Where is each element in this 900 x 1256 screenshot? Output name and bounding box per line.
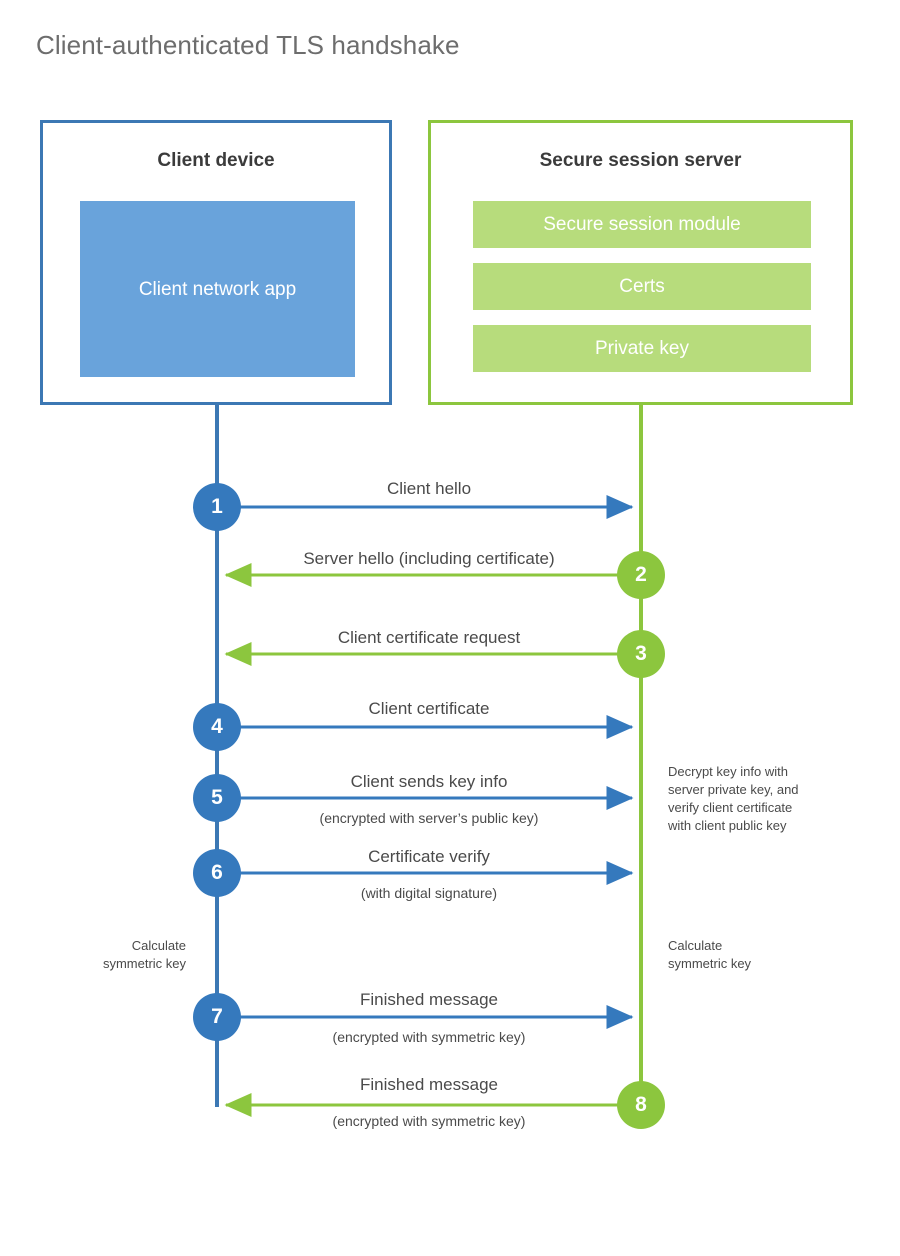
step-circle-5[interactable]: 5 [193, 774, 241, 822]
message-label-5: Client sends key info [350, 772, 508, 791]
server-calculate-symmetric-key-note: Calculate symmetric key [668, 938, 752, 971]
message-label-7: Finished message [360, 990, 498, 1009]
message-label-1: Client hello [386, 479, 472, 498]
step-circle-7[interactable]: 7 [193, 993, 241, 1041]
message-sublabel-7: (encrypted with symmetric key) [332, 1029, 526, 1045]
message-label-3: Client certificate request [337, 628, 521, 647]
server-component-secure-session-module: Secure session module [473, 201, 811, 248]
page-title: Client-authenticated TLS handshake [36, 30, 460, 60]
step-circle-1[interactable]: 1 [193, 483, 241, 531]
client-lifeline [215, 405, 219, 1107]
message-label-2: Server hello (including certificate) [303, 549, 555, 568]
secure-session-server-box: Secure session server Secure session mod… [428, 120, 853, 405]
message-label-8: Finished message [360, 1075, 498, 1094]
message-label-6: Certificate verify [368, 847, 490, 866]
step-circle-2[interactable]: 2 [617, 551, 665, 599]
server-component-certs: Certs [473, 263, 811, 310]
message-sublabel-8: (encrypted with symmetric key) [332, 1113, 526, 1129]
step-circle-8[interactable]: 8 [617, 1081, 665, 1129]
step-circle-3[interactable]: 3 [617, 630, 665, 678]
server-lifeline [639, 405, 643, 1107]
client-device-box: Client device Client network app [40, 120, 392, 405]
message-label-4: Client certificate [368, 699, 490, 718]
message-sublabel-5: (encrypted with server’s public key) [319, 810, 539, 826]
client-calculate-symmetric-key-note: Calculate symmetric key [102, 938, 186, 971]
step-circle-4[interactable]: 4 [193, 703, 241, 751]
message-sublabel-6: (with digital signature) [360, 885, 498, 901]
secure-session-server-title: Secure session server [539, 150, 742, 171]
client-device-title: Client device [157, 150, 275, 171]
step-circle-6[interactable]: 6 [193, 849, 241, 897]
client-network-app-block: Client network app [80, 201, 355, 377]
server-decrypt-note: Decrypt key info with server private key… [668, 764, 799, 833]
server-component-private-key: Private key [473, 325, 811, 372]
